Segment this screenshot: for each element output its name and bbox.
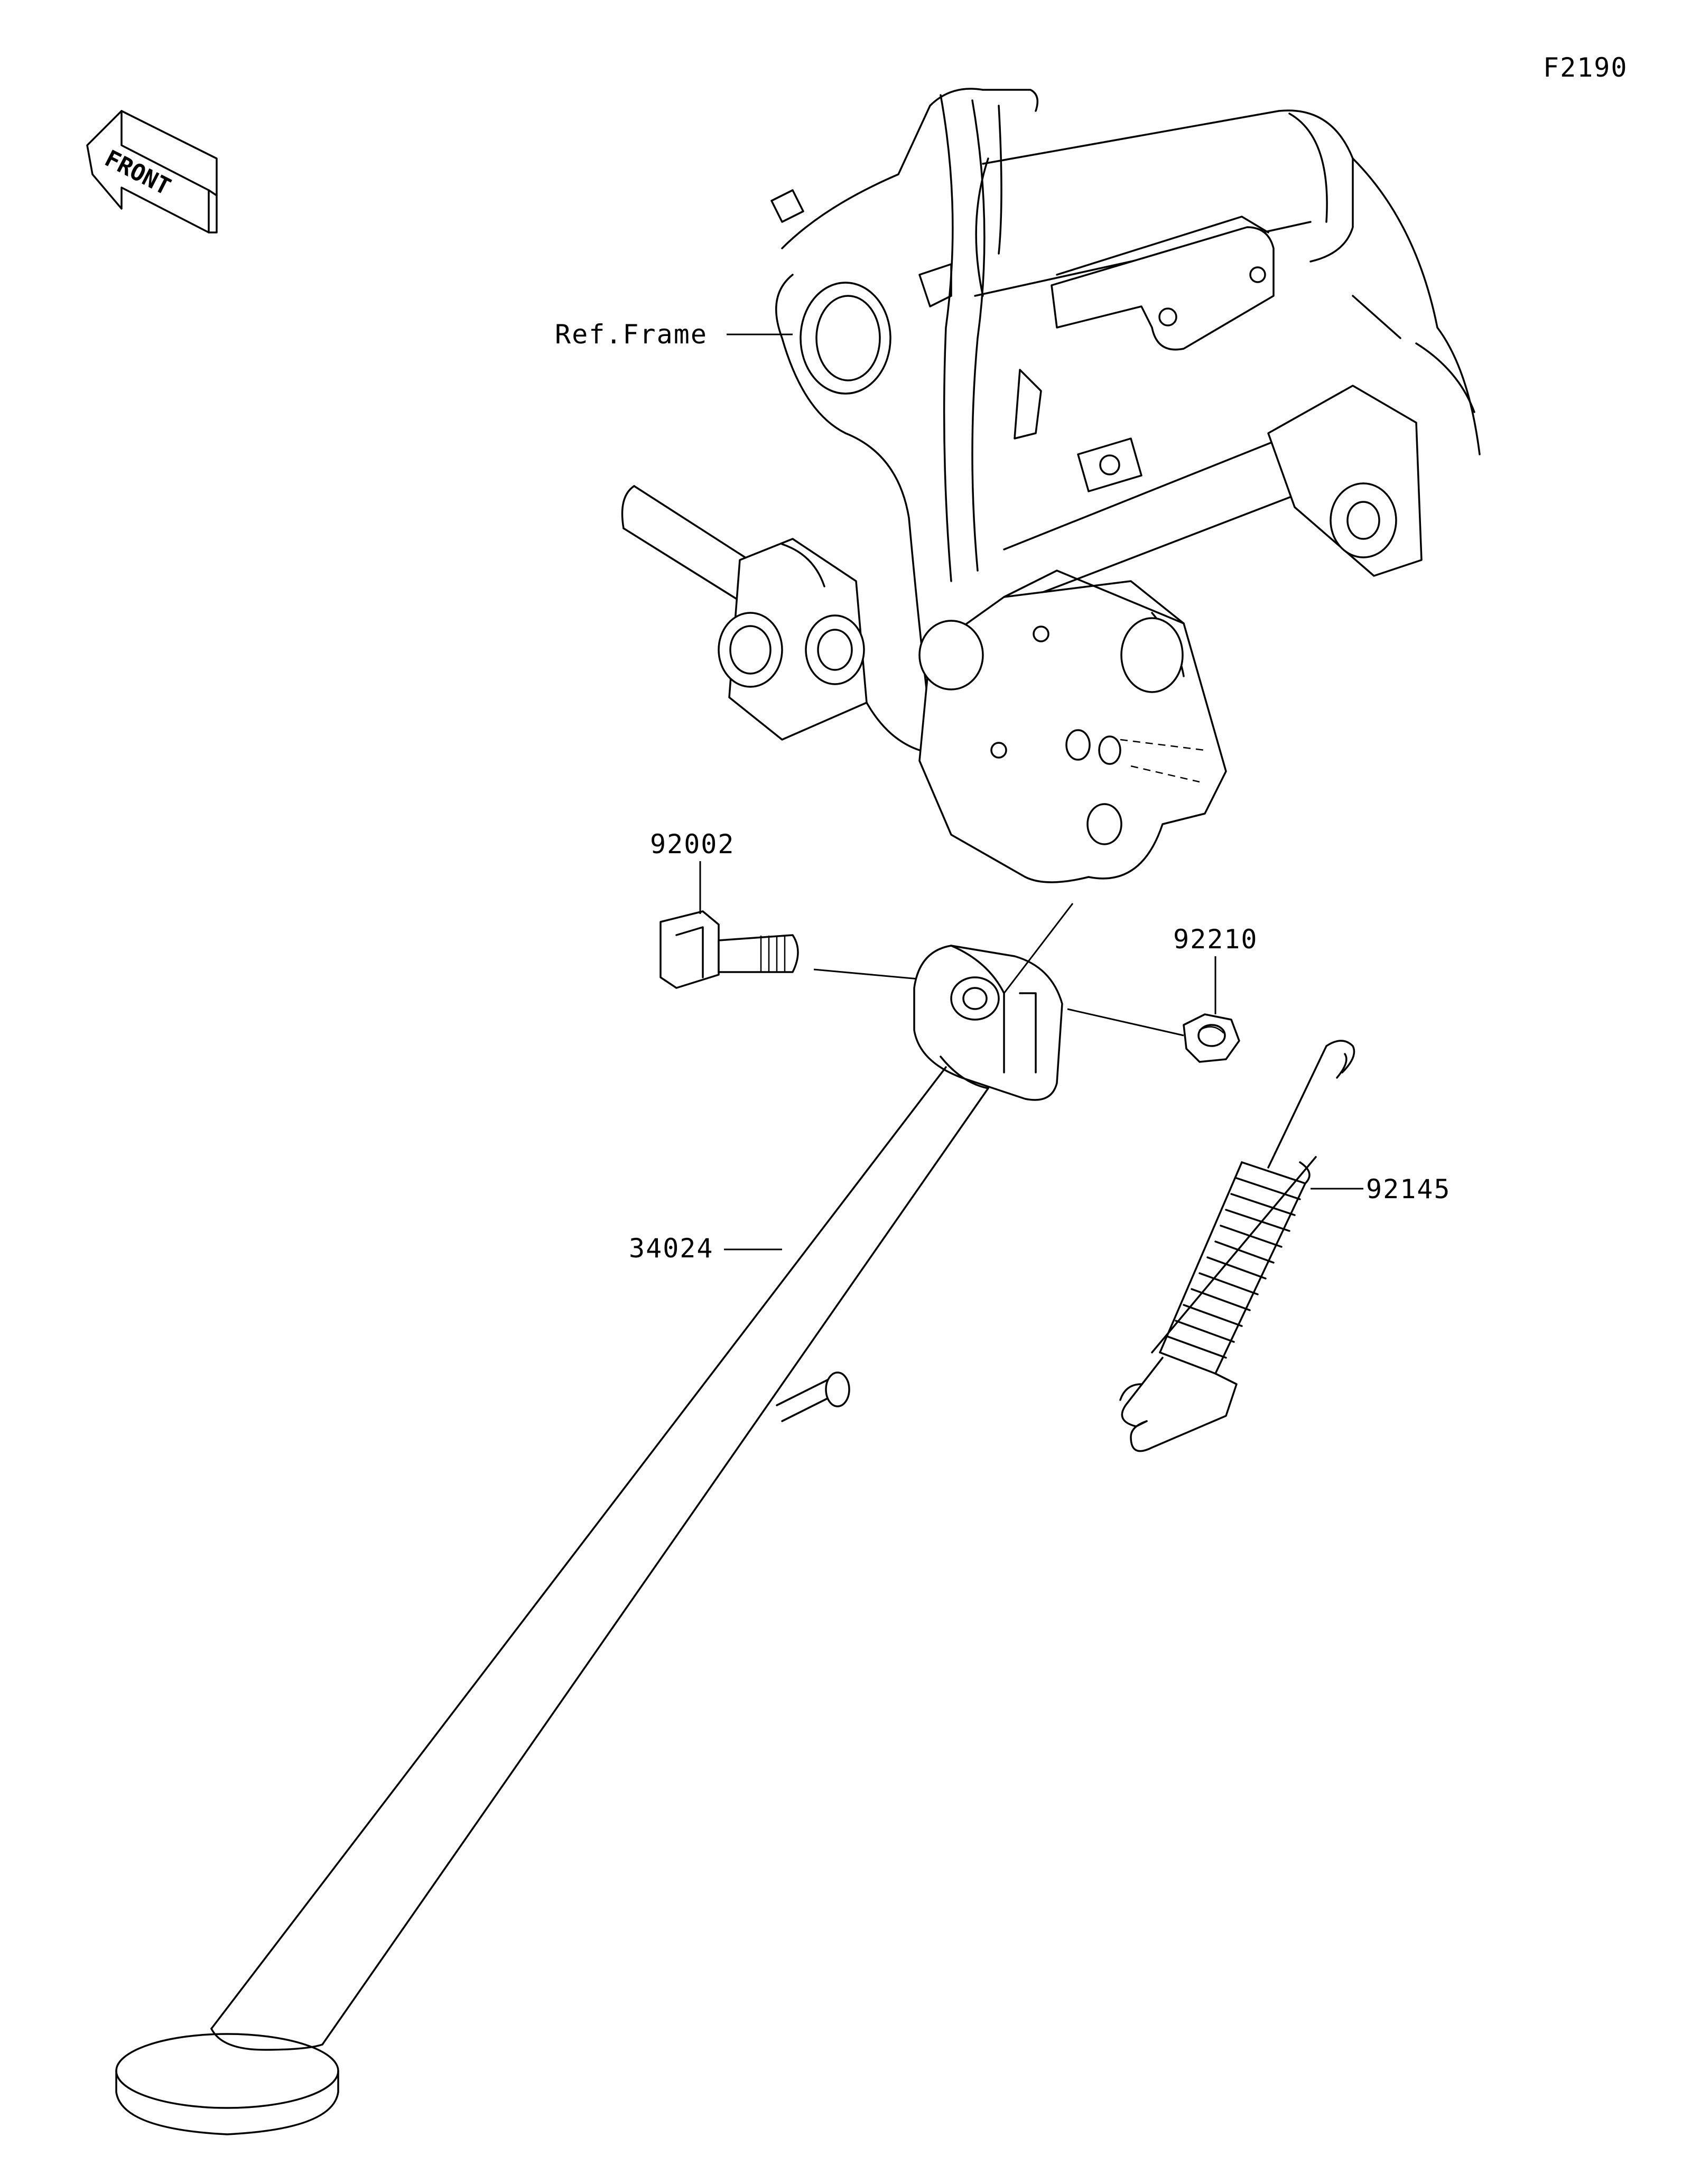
spring-92145 — [1119, 1040, 1355, 1452]
callout-92145: 92145 — [1311, 1174, 1451, 1205]
callout-34024: 34024 — [629, 1233, 782, 1264]
bolt-92002 — [659, 910, 799, 989]
nut-92210 — [1183, 1013, 1240, 1063]
callout-92210: 92210 — [1173, 924, 1258, 1014]
frame-reference — [621, 88, 1481, 883]
callout-92002: 92002 — [650, 829, 735, 914]
figure-code: F2190 — [1543, 52, 1628, 83]
callout-ref-frame: Ref.Frame — [555, 319, 793, 350]
callout-34024-label: 34024 — [629, 1233, 714, 1264]
side-stand-34024 — [115, 945, 1063, 2135]
callout-ref-frame-label: Ref.Frame — [555, 319, 708, 350]
callout-92210-label: 92210 — [1173, 924, 1258, 955]
front-arrow-icon: FRONT — [86, 110, 218, 234]
callout-92002-label: 92002 — [650, 829, 735, 860]
callout-92145-label: 92145 — [1366, 1174, 1451, 1205]
spring-coils — [1159, 1161, 1311, 1375]
